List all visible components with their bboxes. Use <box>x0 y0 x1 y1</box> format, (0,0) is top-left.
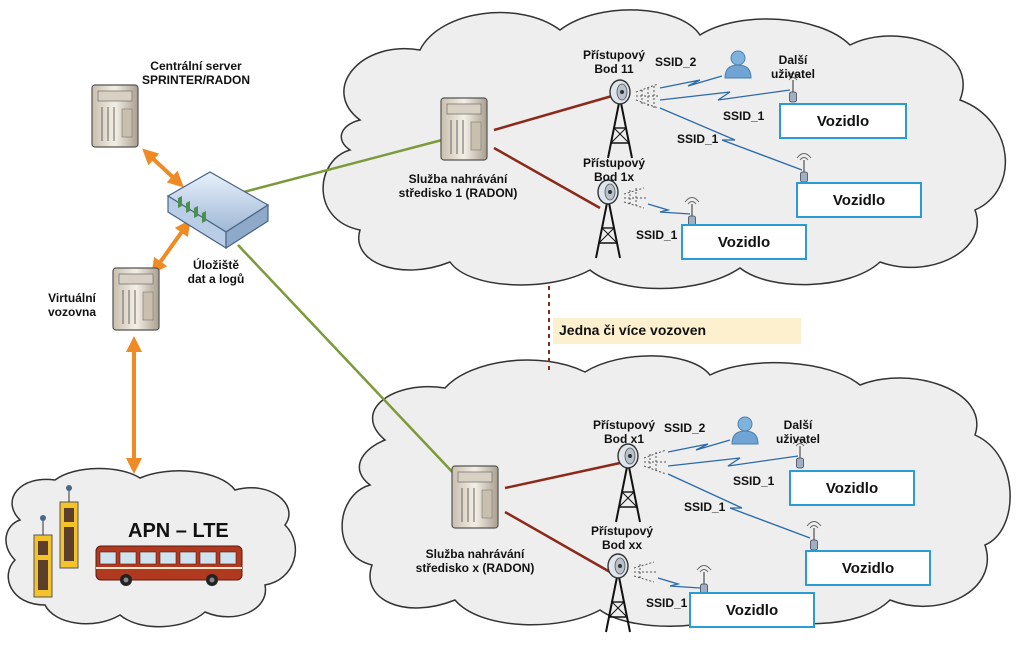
link-storage-top <box>239 138 443 195</box>
wireless-ssid1-top-b <box>659 107 803 171</box>
wireless-ssid2-bottom <box>667 439 731 453</box>
vehicle-box: Vozidlo <box>789 470 915 506</box>
wireless-ssid1-bottom-c <box>657 577 701 589</box>
storage-switch-icon <box>166 171 270 250</box>
other-user-top-label: Další uživatel <box>770 53 816 81</box>
link-service-apx1 <box>504 461 621 490</box>
ssid1-top-a-label: SSID_1 <box>723 109 765 123</box>
top-cloud <box>322 9 1007 290</box>
other-user-bottom-label: Další uživatel <box>775 418 821 446</box>
storage-label: Úložiště dat a logů <box>187 258 245 286</box>
wireless-ssid1-top-c <box>647 203 691 215</box>
service-bottom-server-icon <box>451 465 499 529</box>
service-bottom-label: Služba nahrávání středisko x (RADON) <box>415 547 535 575</box>
link-service-apxx <box>504 510 611 574</box>
link-storage-bottom <box>237 244 459 479</box>
wireless-ssid1-top-a <box>659 89 791 101</box>
link-service-ap11 <box>493 94 613 132</box>
central-server-icon <box>91 84 139 148</box>
vehicle-box: Vozidlo <box>681 224 807 260</box>
ssid1-bottom-b-label: SSID_1 <box>684 500 726 514</box>
depot-banner: Jedna či více vozoven <box>553 318 801 344</box>
vehicle-box: Vozidlo <box>805 550 931 586</box>
ap-xx-label: Přístupový Bod xx <box>590 524 654 552</box>
apn-label: APN – LTE <box>128 520 229 542</box>
ssid2-bottom-label: SSID_2 <box>664 421 706 435</box>
ssid1-bottom-c-label: SSID_1 <box>646 596 688 610</box>
ap-1x-label: Přístupový Bod 1x <box>582 156 646 184</box>
wireless-ssid2-top <box>659 75 723 89</box>
service-top-server-icon <box>440 97 488 161</box>
ssid1-bottom-a-label: SSID_1 <box>733 474 775 488</box>
arrow-server-storage <box>142 148 184 188</box>
vehicle-box: Vozidlo <box>779 103 907 139</box>
link-service-ap1x <box>493 146 601 210</box>
vehicle-box: Vozidlo <box>689 592 815 628</box>
virtual-depot-label: Virtuální vozovna <box>47 291 97 319</box>
virtual-depot-server-icon <box>112 267 160 331</box>
wireless-ssid1-bottom-a <box>667 455 799 467</box>
signal-fan-apx1 <box>643 449 668 475</box>
ssid2-top-label: SSID_2 <box>655 55 697 69</box>
wireless-ssid1-bottom-b <box>667 473 811 539</box>
service-top-label: Služba nahrávání středisko 1 (RADON) <box>398 172 518 200</box>
vehicle-box: Vozidlo <box>796 182 922 218</box>
central-server-label: Centrální server SPRINTER/RADON <box>141 59 251 87</box>
ssid1-top-c-label: SSID_1 <box>636 228 678 242</box>
lte-terminal-icon <box>33 485 79 598</box>
ap-11-label: Přístupový Bod 11 <box>582 48 646 76</box>
arrow-storage-depot <box>151 219 191 275</box>
signal-fan-ap11 <box>635 83 660 109</box>
bus-icon <box>95 545 243 586</box>
ssid1-top-b-label: SSID_1 <box>677 132 719 146</box>
ap-x1-label: Přístupový Bod x1 <box>592 418 656 446</box>
